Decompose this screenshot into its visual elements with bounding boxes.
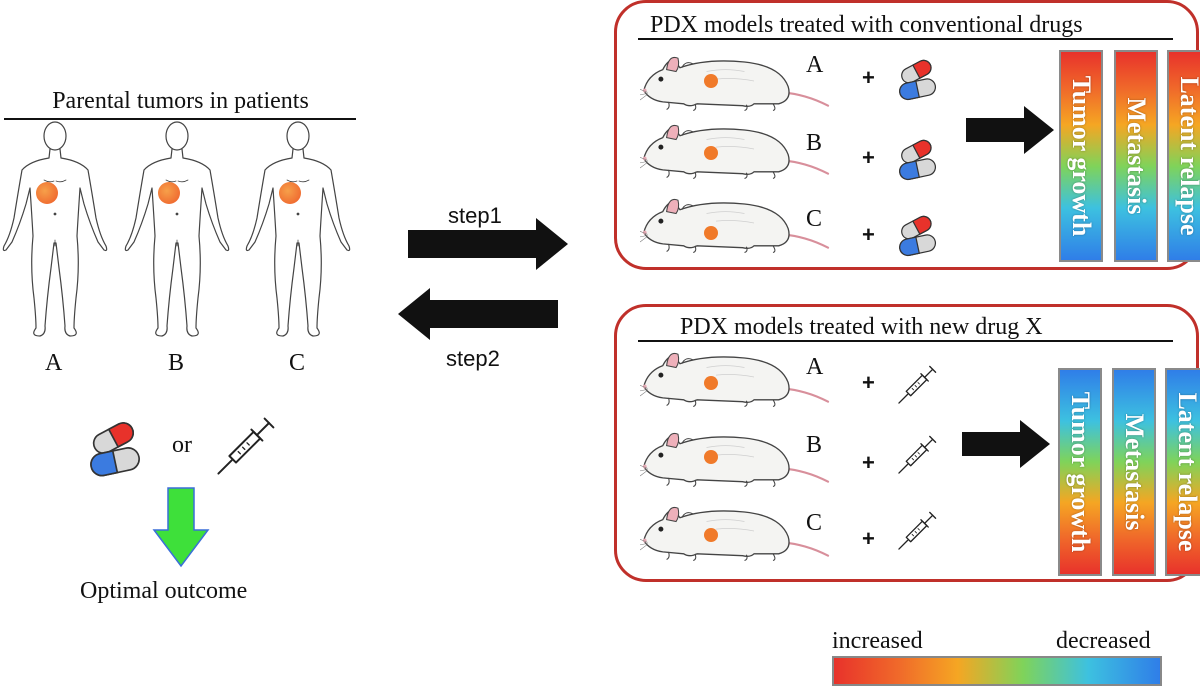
legend-low-label: increased xyxy=(832,628,923,654)
panel-new-drug-title-underline xyxy=(638,340,1173,342)
plus-sign: + xyxy=(862,222,875,247)
human-body-icon xyxy=(122,118,232,343)
tumor-marker xyxy=(704,528,718,542)
legend-high-label: decreased xyxy=(1056,628,1151,654)
pdx-row-label-c: C xyxy=(806,206,823,232)
pdx-row-label-c: C xyxy=(806,510,823,536)
legend-color-scale xyxy=(832,656,1162,686)
patient-label-b: B xyxy=(168,350,185,376)
arrow-right-icon xyxy=(966,106,1054,154)
patient-label-a: A xyxy=(45,350,63,376)
mouse-icon xyxy=(640,118,830,180)
plus-sign: + xyxy=(862,145,875,170)
patient-body-b xyxy=(122,118,232,343)
tumor-marker xyxy=(704,74,718,88)
syringe-icon xyxy=(896,508,940,552)
mouse-icon xyxy=(640,346,830,408)
patients-title-underline xyxy=(4,118,356,120)
syringe-icon xyxy=(896,362,940,406)
step1-label: step1 xyxy=(448,203,502,228)
pdx-row-label-a: A xyxy=(806,354,824,380)
bar-metastasis-new: Metastasis xyxy=(1112,368,1156,576)
tumor-marker xyxy=(704,450,718,464)
tumor-marker xyxy=(279,182,301,204)
mouse-icon xyxy=(640,192,830,254)
human-body-icon xyxy=(0,118,110,343)
plus-sign: + xyxy=(862,65,875,90)
plus-sign: + xyxy=(862,370,875,395)
tumor-marker xyxy=(704,376,718,390)
syringe-icon xyxy=(896,432,940,476)
capsule-icon xyxy=(896,56,942,102)
plus-sign: + xyxy=(862,450,875,475)
pdx-row-label-b: B xyxy=(806,432,823,458)
bar-tumor-growth-new: Tumor growth xyxy=(1058,368,1102,576)
or-text: or xyxy=(172,432,192,458)
mouse-icon xyxy=(640,500,830,562)
arrow-right-icon xyxy=(408,218,568,270)
bar-tumor-growth-conventional: Tumor growth xyxy=(1059,50,1103,262)
outcome-text: Optimal outcome xyxy=(80,578,248,604)
mouse-icon xyxy=(640,426,830,488)
capsule-icon xyxy=(896,212,942,258)
patient-body-c xyxy=(243,118,353,343)
panel-new-drug-title: PDX models treated with new drug X xyxy=(680,314,1043,340)
step2-label: step2 xyxy=(446,346,500,371)
capsule-icon xyxy=(86,418,148,478)
arrow-left-icon xyxy=(398,288,558,340)
patient-label-c: C xyxy=(289,350,306,376)
tumor-marker xyxy=(704,146,718,160)
patient-body-a xyxy=(0,118,110,343)
tumor-marker xyxy=(158,182,180,204)
arrow-right-icon xyxy=(962,420,1050,468)
pdx-row-label-b: B xyxy=(806,130,823,156)
panel-conventional-title: PDX models treated with conventional dru… xyxy=(650,12,1083,38)
pdx-row-label-a: A xyxy=(806,52,824,78)
patients-title: Parental tumors in patients xyxy=(52,88,309,114)
panel-conventional-title-underline xyxy=(638,38,1173,40)
bar-latent-relapse-new: Latent relapse xyxy=(1165,368,1200,576)
human-body-icon xyxy=(243,118,353,343)
syringe-icon xyxy=(214,412,280,478)
tumor-marker xyxy=(36,182,58,204)
arrow-down-icon xyxy=(152,487,210,568)
capsule-icon xyxy=(896,136,942,182)
bar-metastasis-conventional: Metastasis xyxy=(1114,50,1158,262)
bar-latent-relapse-conventional: Latent relapse xyxy=(1167,50,1200,262)
plus-sign: + xyxy=(862,526,875,551)
tumor-marker xyxy=(704,226,718,240)
mouse-icon xyxy=(640,50,830,112)
